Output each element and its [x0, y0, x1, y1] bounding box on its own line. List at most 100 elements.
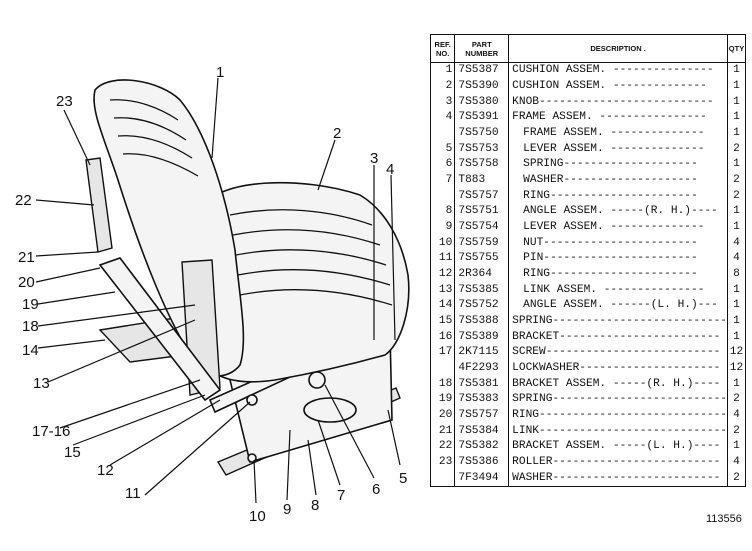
seat-seam [229, 209, 373, 226]
qty-cell: 1 [733, 440, 740, 453]
description-cell: WASHER------------------------- [508, 470, 728, 487]
description-cell: LINK---------------------------- [508, 423, 728, 440]
leader-line [390, 174, 396, 341]
ref-no-cell: 4 [430, 110, 456, 126]
description-cell: LOCKWASHER--------------------- [508, 360, 728, 377]
seat-seam [232, 229, 381, 246]
part-number-cell: 7S5751 [454, 204, 510, 220]
leader-line [317, 419, 341, 486]
part-number-cell: 7S5385 [454, 282, 510, 299]
callout-8: 8 [311, 497, 319, 514]
qty-cell: 1 [733, 330, 740, 343]
qty-cell: 2 [733, 142, 740, 155]
ref-no-cell: 10 [430, 235, 456, 252]
ref-no-cell [430, 125, 456, 142]
callout-14: 14 [22, 342, 39, 359]
qty-cell: 2 [733, 393, 740, 406]
ref-no-cell: 5 [430, 141, 456, 158]
part-number-cell: 7S5381 [454, 376, 510, 393]
callout-11: 11 [125, 485, 141, 502]
ref-no-cell [430, 360, 456, 377]
knob [308, 371, 326, 389]
part-number-cell: 7F3494 [454, 470, 510, 487]
qty-cell: 2 [733, 189, 740, 202]
ref-no-cell: 11 [430, 251, 456, 267]
qty-cell: 4 [733, 236, 740, 249]
description-cell: PIN----------------------- [508, 251, 728, 267]
ref-no-cell: 17 [430, 345, 456, 361]
leader-line [37, 291, 116, 305]
back-seam [117, 135, 193, 159]
ref-no-cell: 8 [430, 204, 456, 220]
description-cell: RING---------------------- [508, 266, 728, 283]
callout-9: 9 [283, 501, 291, 518]
back-seam [109, 99, 179, 121]
description-cell: BRACKET ASSEM. -----(R. H.)---- [508, 376, 728, 393]
part-number-cell: 7S5388 [454, 313, 510, 330]
callout-21: 21 [18, 249, 35, 266]
leader-line [253, 459, 257, 504]
part-number-cell: 7S5383 [454, 392, 510, 408]
leader-line [47, 319, 196, 383]
part-number-cell: 4F2293 [454, 360, 510, 377]
part-number-cell: 7S5757 [454, 188, 510, 205]
part-number-cell: 7S5755 [454, 251, 510, 267]
part-number-cell: 7S5390 [454, 78, 510, 95]
parts-table: REF. NO. PART NUMBER DESCRIPTION . QTY 1… [429, 34, 746, 488]
description-cell: CUSHION ASSEM. -------------- [508, 78, 728, 95]
leader-line [387, 409, 401, 466]
description-cell: WASHER-------------------- [508, 172, 728, 189]
qty-cell: 1 [733, 205, 740, 218]
leader-line [144, 401, 251, 496]
leader-line [35, 199, 95, 206]
ref-no-cell: 9 [430, 219, 456, 236]
qty-cell: 1 [733, 127, 740, 140]
ref-no-cell [430, 188, 456, 205]
callout-23: 23 [56, 93, 73, 110]
qty-cell: 4 [733, 252, 740, 265]
ref-no-cell: 3 [430, 94, 456, 111]
nut [247, 453, 257, 463]
description-cell: FRAME ASSEM. ---------------- [508, 110, 728, 126]
description-cell: ANGLE ASSEM. ------(L. H.)--- [508, 298, 728, 314]
ref-no-cell: 23 [430, 454, 456, 471]
qty-cell: 1 [733, 299, 740, 312]
callout-17-16: 17-16 [32, 423, 70, 440]
description-cell: NUT----------------------- [508, 235, 728, 252]
seat-seam [237, 269, 391, 286]
part-number-cell: 7S5387 [454, 62, 510, 79]
header-ref-no: REF. NO. [429, 34, 456, 63]
ref-no-cell: 12 [430, 266, 456, 283]
qty-cell: 4 [733, 456, 740, 469]
seat-exploded-diagram: 1 2 3 4 5 6 7 8 9 10 11 12 13 14 15 17-1… [15, 64, 410, 525]
callout-10: 10 [249, 508, 266, 525]
header-qty: QTY [727, 34, 746, 63]
ref-no-cell: 16 [430, 329, 456, 346]
qty-cell: 1 [733, 111, 740, 124]
leader-line [211, 77, 219, 159]
seat-seam [239, 289, 393, 306]
ref-no-cell: 21 [430, 423, 456, 440]
part-number-cell: 7S5753 [454, 141, 510, 158]
callout-13: 13 [33, 375, 50, 392]
callout-2: 2 [333, 125, 341, 142]
description-cell: SPRING-------------------------- [508, 313, 728, 330]
ref-no-cell: 13 [430, 282, 456, 299]
part-number-cell: 7S5389 [454, 329, 510, 346]
